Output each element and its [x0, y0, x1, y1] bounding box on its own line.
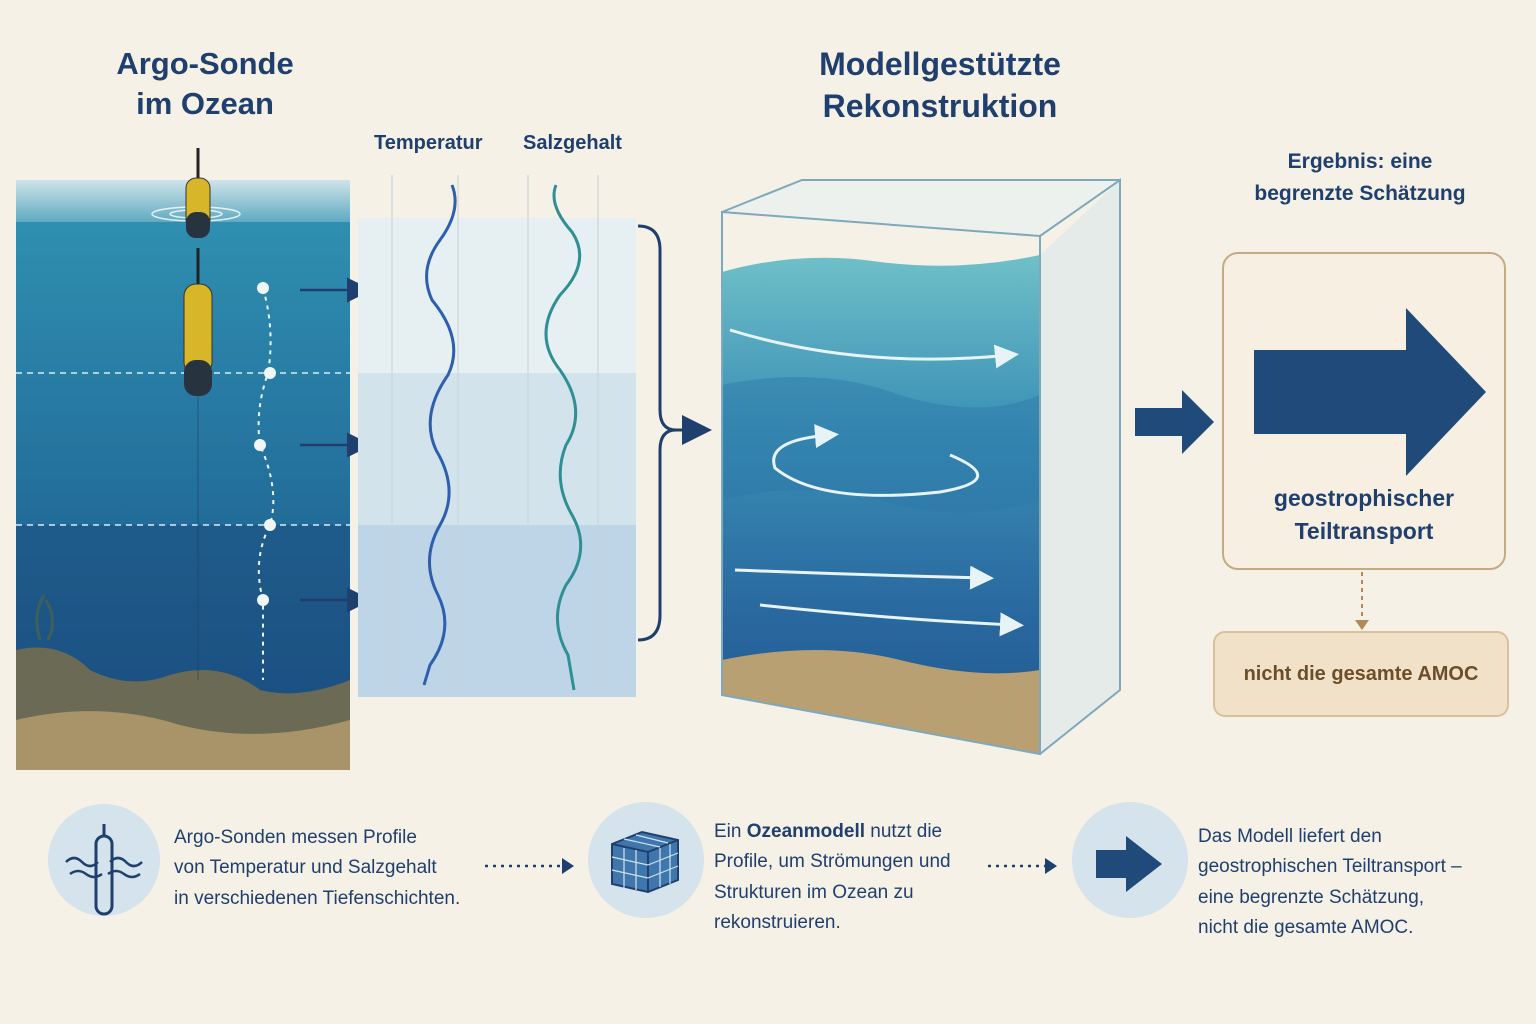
- step2-line1: Ein Ozeanmodell nutzt die: [714, 817, 984, 847]
- argo-float-icon: [48, 804, 160, 916]
- step2-line4: rekonstruieren.: [714, 912, 841, 934]
- step-connector-1-head: [562, 858, 574, 874]
- step2-line2: Profile, um Strömungen und: [714, 851, 951, 873]
- seaweed: [35, 594, 54, 641]
- model-sediment: [722, 650, 1040, 754]
- step1-line2: von Temperatur und Salzgehalt: [174, 857, 437, 879]
- result-text-line2: Teiltransport: [1294, 518, 1434, 545]
- bracket: [637, 224, 677, 642]
- arrow-right-icon: [1072, 802, 1188, 918]
- profile-panel: [358, 175, 636, 697]
- salinity-label: Salzgehalt: [523, 132, 622, 154]
- ocean-column: [16, 180, 350, 770]
- model-title-line2: Rekonstruktion: [822, 87, 1058, 124]
- temperature-label: Temperatur: [374, 132, 483, 154]
- profile-band-2: [358, 373, 636, 525]
- result-title-line1: Ergebnis: eine: [1287, 150, 1433, 173]
- result-text: geostrophischer Teiltransport: [1222, 482, 1506, 549]
- result-title: Ergebnis: eine begrenzte Schätzung: [1210, 146, 1510, 209]
- steps-row: [48, 802, 1188, 918]
- flow-arrow-3: [759, 603, 1024, 637]
- profile-band-1: [358, 218, 636, 373]
- measurement-point-2: [264, 367, 276, 379]
- ocean-surface: [16, 180, 350, 224]
- step2-bold: Ozeanmodell: [746, 821, 865, 842]
- ocean-model-box: [721, 178, 1121, 756]
- step2-rest-0: nutzt die: [865, 821, 943, 842]
- step1-text: Argo-Sonden messen Profile von Temperatu…: [174, 823, 474, 914]
- argo-float-submerged: [183, 248, 213, 680]
- model-front-water: [722, 255, 1040, 754]
- argo-title: Argo-Sonde im Ozean: [60, 44, 350, 125]
- argo-title-line1: Argo-Sonde: [116, 46, 294, 81]
- profile-band-3: [358, 525, 636, 697]
- model-title: Modellgestützte Rekonstruktion: [760, 44, 1120, 127]
- step3-line2: geostrophischen Teiltransport –: [1198, 856, 1462, 878]
- measurement-point-1: [257, 282, 269, 294]
- model-title-line1: Modellgestützte: [819, 46, 1061, 82]
- seafloor-sand: [16, 711, 350, 770]
- model-mid-layer: [722, 377, 1040, 513]
- model-box-edges: [721, 178, 1121, 756]
- flow-arrow-1: [729, 328, 1019, 369]
- step3-line3: eine begrenzte Schätzung,: [1198, 886, 1425, 908]
- step2-prefix: Ein: [714, 821, 747, 842]
- eddy-arrow: [772, 424, 980, 497]
- not-amoc-badge: nicht die gesamte AMOC: [1213, 631, 1509, 717]
- argo-float-surface: [185, 148, 211, 238]
- step3-text: Das Modell liefert den geostrophischen T…: [1198, 822, 1498, 944]
- step-connector-2-head: [1045, 858, 1057, 874]
- big-arrow-icon: [1254, 308, 1486, 476]
- step2-text: Ein Ozeanmodell nutzt die Profile, um St…: [714, 817, 984, 939]
- model-to-result-arrow: [1135, 390, 1214, 454]
- argo-title-line2: im Ozean: [136, 86, 274, 122]
- step2-line3: Strukturen im Ozean zu: [714, 881, 914, 903]
- result-title-line2: begrenzte Schätzung: [1254, 181, 1466, 205]
- result-connector-head: [1355, 620, 1369, 630]
- salinity-profile-line: [544, 184, 583, 691]
- step3-line1: Das Modell liefert den: [1198, 826, 1382, 847]
- ocean-model-cube-icon: [588, 802, 704, 918]
- flow-arrow-2: [734, 565, 994, 590]
- step1-line1: Argo-Sonden messen Profile: [174, 827, 417, 848]
- model-side-face: [1040, 180, 1120, 754]
- step3-line4: nicht die gesamte AMOC.: [1198, 917, 1414, 939]
- measurement-point-3: [254, 439, 266, 451]
- step1-line3: in verschiedenen Tiefenschichten.: [174, 887, 461, 909]
- temperature-profile-line: [422, 184, 457, 686]
- measurement-point-5: [257, 594, 269, 606]
- measurement-point-4: [264, 519, 276, 531]
- result-text-line1: geostrophischer: [1273, 485, 1455, 511]
- model-top-face: [722, 180, 1120, 236]
